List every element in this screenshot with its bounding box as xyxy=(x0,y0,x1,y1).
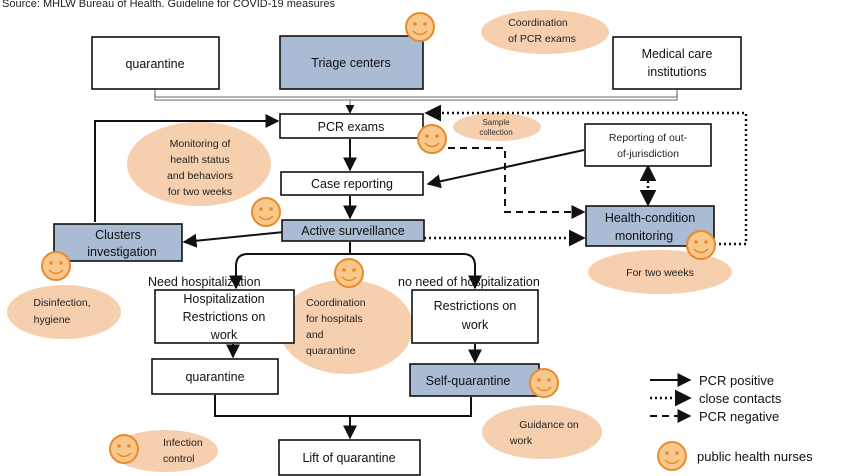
active-surveillance-box xyxy=(281,219,425,242)
smiley-face-icon xyxy=(334,258,364,288)
note-monitoring-3: and behaviors xyxy=(167,170,233,182)
legend-public-health-nurses: public health nurses xyxy=(697,449,813,464)
note-coordination-pcr-bg xyxy=(481,10,609,54)
nurse-icons xyxy=(41,12,716,464)
note-monitoring-4: for two weeks xyxy=(168,186,232,198)
quarantine-top-label: quarantine xyxy=(125,57,184,71)
clusters-investigation-box xyxy=(53,223,183,262)
note-sample-1: Sample xyxy=(482,118,510,127)
smiley-face-icon xyxy=(41,251,71,281)
branch-to-hospitalization-arrow xyxy=(229,253,350,290)
clusters-to-pcr-arrow xyxy=(94,114,280,222)
pcr-exams-box xyxy=(279,113,424,139)
reporting-label-2: of-jurisdiction xyxy=(617,148,679,160)
pcr-exams-label: PCR exams xyxy=(318,120,385,134)
monitoring-loop-dotted xyxy=(424,104,748,246)
note-coordination-pcr-2: of PCR exams xyxy=(508,33,576,45)
restrictions-label-2: work xyxy=(461,318,489,332)
note-for-two-weeks-bg xyxy=(588,250,732,294)
note-infection-control-bg xyxy=(112,430,218,472)
note-sample-collection-bg xyxy=(453,113,541,141)
annotation-texts: Coordination of PCR exams Sample collect… xyxy=(33,17,693,465)
legend-pcr-positive: PCR positive xyxy=(699,373,774,388)
note-guidance-2: work xyxy=(509,435,533,447)
quarantine-mid-box xyxy=(151,358,279,395)
lift-quarantine-label: Lift of quarantine xyxy=(302,451,395,465)
smiley-face-icon xyxy=(109,434,139,464)
quarantine-mid-label: quarantine xyxy=(185,370,244,384)
reporting-label-1: Reporting of out- xyxy=(609,132,688,144)
medical-care-box xyxy=(612,36,742,90)
branch-to-restrictions-arrow xyxy=(350,253,482,290)
top-feed-line-double xyxy=(154,93,678,101)
note-monitoring-1: Monitoring of xyxy=(170,138,231,150)
flow-boxes: quarantine Triage centers Medical care i… xyxy=(53,35,742,476)
need-hospitalization-label: Need hospitalization xyxy=(148,275,261,289)
reporting-out-box xyxy=(584,123,712,167)
note-sample-2: collection xyxy=(479,128,512,137)
surveillance-to-clusters-arrow xyxy=(182,231,285,248)
note-disinfection-bg xyxy=(7,285,121,339)
note-coord-hosp-2: for hospitals xyxy=(306,313,363,325)
legend-close-contacts: close contacts xyxy=(699,391,782,406)
triage-centers-label: Triage centers xyxy=(311,56,390,70)
no-need-hospitalization-label: no need of hospitalization xyxy=(398,275,540,289)
top-feed-line xyxy=(154,88,678,98)
case-reporting-label: Case reporting xyxy=(311,177,393,191)
note-monitoring-2: health status xyxy=(170,154,230,166)
note-coordination-pcr-1: Coordination xyxy=(508,17,568,29)
hospitalization-label-2: Restrictions on xyxy=(183,310,266,324)
note-monitoring-bg xyxy=(127,122,271,206)
case-reporting-box xyxy=(280,171,424,196)
note-coordination-hospitals-bg xyxy=(279,280,413,374)
note-infection-2: control xyxy=(163,453,195,465)
note-infection-1: Infection xyxy=(163,437,203,449)
note-coord-hosp-3: and xyxy=(306,329,324,341)
health-monitoring-label-1: Health-condition xyxy=(605,211,695,225)
smiley-face-icon xyxy=(405,12,435,42)
active-surveillance-label: Active surveillance xyxy=(301,224,405,238)
hospitalization-label-3: work xyxy=(210,328,238,342)
note-coord-hosp-1: Coordination xyxy=(306,297,366,309)
hospitalization-box xyxy=(154,289,295,344)
clusters-label-2: investigation xyxy=(87,245,157,259)
note-for-two-weeks: For two weeks xyxy=(626,267,694,279)
annotation-notes xyxy=(7,10,732,472)
self-quarantine-label: Self-quarantine xyxy=(426,374,511,388)
legend-pcr-negative: PCR negative xyxy=(699,409,779,424)
restrictions-label-1: Restrictions on xyxy=(434,299,517,313)
lift-quarantine-box xyxy=(278,439,421,476)
smiley-face-icon xyxy=(686,230,716,260)
medical-care-label-1: Medical care xyxy=(642,47,713,61)
triage-centers-box xyxy=(279,35,424,90)
health-monitoring-label-2: monitoring xyxy=(615,229,673,243)
smiley-face-icon xyxy=(417,124,447,154)
legend: PCR positive close contacts PCR negative… xyxy=(650,373,813,471)
smiley-face-icon xyxy=(657,441,687,471)
smiley-face-icon xyxy=(529,368,559,398)
note-disinfection-2: hygiene xyxy=(34,314,71,326)
connectors xyxy=(94,88,748,440)
hospitalization-label-1: Hospitalization xyxy=(183,292,264,306)
clusters-label-1: Clusters xyxy=(95,228,141,242)
source-caption: Source: MHLW Bureau of Health. Guideline… xyxy=(2,0,335,10)
restrictions-work-box xyxy=(411,289,539,344)
smiley-face-icon xyxy=(251,197,281,227)
merge-line xyxy=(214,395,472,417)
pcr-negative-dashed xyxy=(424,147,586,219)
medical-care-label-2: institutions xyxy=(647,65,706,79)
self-quarantine-box xyxy=(409,363,540,397)
note-guidance-1: Guidance on xyxy=(519,419,579,431)
note-coord-hosp-4: quarantine xyxy=(306,345,356,357)
note-guidance-bg xyxy=(482,405,602,459)
note-disinfection-1: Disinfection, xyxy=(33,297,90,309)
quarantine-top-box xyxy=(91,36,220,90)
